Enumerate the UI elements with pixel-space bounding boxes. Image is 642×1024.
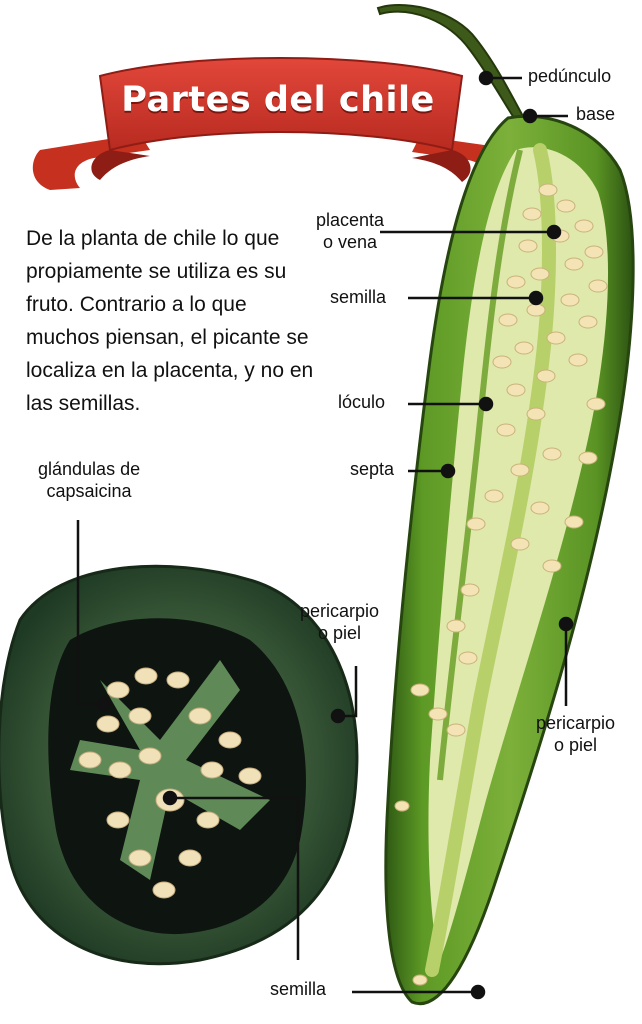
cross-septa <box>70 660 270 880</box>
intro-line: De la planta de chile lo que <box>26 227 280 250</box>
ribbon-main <box>98 57 464 152</box>
label-glands-line2: capsaicina <box>46 481 132 501</box>
leader-glands <box>76 520 104 706</box>
page-title: Partes del chile <box>121 80 435 120</box>
label-glands-line1: glándulas de <box>38 459 141 479</box>
intro-line: las semillas. <box>26 392 141 415</box>
pepper-longitudinal <box>376 4 635 1006</box>
label-peduncle: pedúnculo <box>528 66 612 86</box>
label-pericarp-right: pericarpio o piel <box>536 712 615 756</box>
placenta-vein <box>425 143 556 977</box>
intro-paragraph: De la planta de chile lo que propiamente… <box>26 222 346 420</box>
seed-cluster-cross <box>78 667 262 899</box>
intro-line: localiza en la placenta, y no en <box>26 359 314 382</box>
label-seed-top: semilla <box>330 287 387 307</box>
label-placenta: placenta o vena <box>316 209 384 253</box>
title-ribbon <box>32 57 529 192</box>
label-placenta-line2: o vena <box>323 232 378 252</box>
intro-line: muchos piensan, el picante se <box>26 326 309 349</box>
label-seed-bottom: semilla <box>270 979 327 999</box>
label-glands: glándulas de capsaicina <box>38 458 140 502</box>
label-pericarp-left: pericarpio o piel <box>300 600 379 644</box>
label-pericarp-right-line1: pericarpio <box>536 713 616 733</box>
label-pericarp-left-line1: pericarpio <box>300 601 380 621</box>
ribbon-left-curl <box>91 150 150 180</box>
label-base: base <box>576 104 616 124</box>
label-pericarp-left-line2: o piel <box>318 623 362 643</box>
label-placenta-line1: placenta <box>316 210 385 230</box>
leader-lines <box>76 70 574 1000</box>
leader-seed-bottom <box>170 796 300 960</box>
label-pericarp-right-line2: o piel <box>554 735 598 755</box>
ribbon-right-curl <box>412 150 471 182</box>
septa-wall <box>437 149 523 781</box>
label-locule: lóculo <box>338 392 386 412</box>
label-septa: septa <box>350 459 395 479</box>
pepper-cross-section <box>0 564 359 966</box>
intro-line: fruto. Contrario a lo que <box>26 293 247 316</box>
intro-line: propiamente se utiliza es su <box>26 260 287 283</box>
